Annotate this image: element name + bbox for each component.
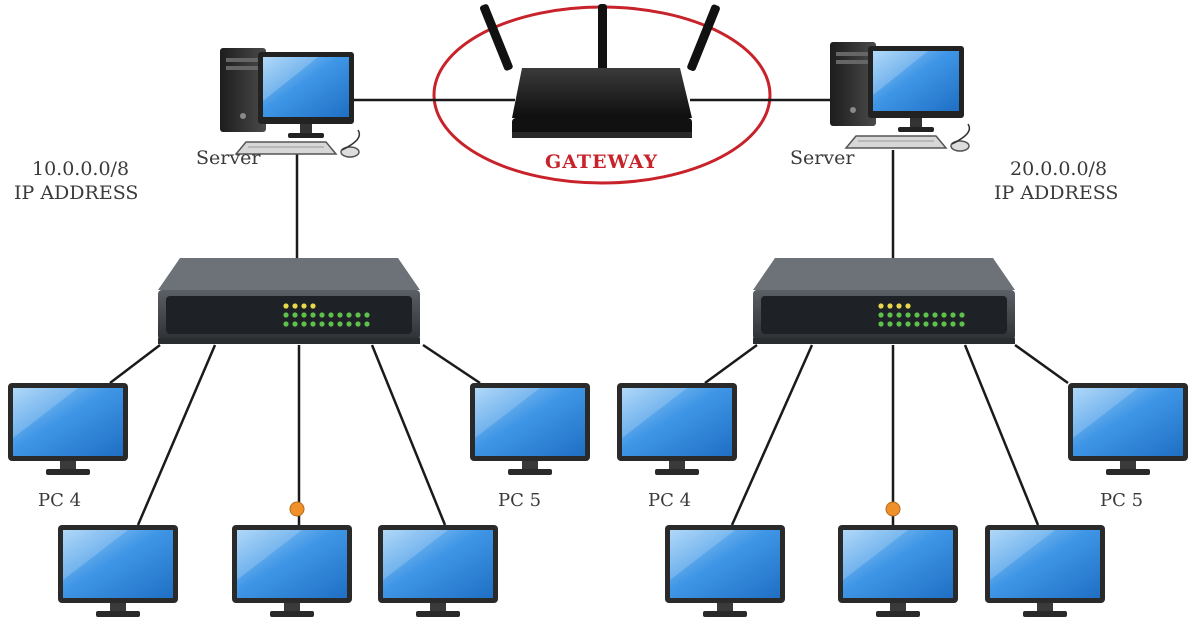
- left-pc-4-icon: [8, 383, 128, 475]
- port-led: [878, 312, 884, 318]
- right-switch-leds: [878, 303, 965, 327]
- right-network: [617, 41, 1188, 617]
- port-led: [923, 321, 929, 327]
- left-pc-bottom-3-icon: [378, 525, 498, 617]
- port-led: [328, 321, 334, 327]
- port-led: [301, 321, 307, 327]
- port-led: [337, 312, 343, 318]
- port-led: [950, 312, 956, 318]
- status-led: [905, 303, 911, 309]
- port-led: [905, 321, 911, 327]
- port-led: [905, 312, 911, 318]
- right-server-icon: [829, 41, 971, 152]
- port-led: [328, 312, 334, 318]
- left-pc-5-label: PC 5: [498, 490, 542, 511]
- port-led: [887, 312, 893, 318]
- port-led: [941, 312, 947, 318]
- right-server-label: Server: [790, 147, 855, 169]
- port-led: [337, 321, 343, 327]
- port-led: [932, 312, 938, 318]
- left-ip-address-label: IP ADDRESS: [14, 182, 139, 204]
- right-subnet-label: 20.0.0.0/8: [1010, 158, 1108, 180]
- right-pc-4-label: PC 4: [648, 490, 692, 511]
- port-led: [923, 312, 929, 318]
- port-led: [364, 312, 370, 318]
- port-led: [355, 321, 361, 327]
- port-led: [346, 321, 352, 327]
- left-pc-5-icon: [470, 383, 590, 475]
- port-led: [959, 321, 965, 327]
- port-led: [283, 321, 289, 327]
- port-led: [310, 321, 316, 327]
- junction-dot: [885, 501, 901, 517]
- left-pc-4-label: PC 4: [38, 490, 82, 511]
- left-switch-icon: [158, 258, 420, 344]
- left-subnet-label: 10.0.0.0/8: [32, 158, 130, 180]
- port-led: [283, 312, 289, 318]
- status-led: [292, 303, 298, 309]
- port-led: [292, 312, 298, 318]
- port-led: [310, 312, 316, 318]
- right-pc-bottom-3-icon: [985, 525, 1105, 617]
- left-pc-bottom-1-icon: [58, 525, 178, 617]
- status-led: [887, 303, 893, 309]
- status-led: [301, 303, 307, 309]
- port-led: [941, 321, 947, 327]
- port-led: [319, 321, 325, 327]
- status-led: [896, 303, 902, 309]
- port-led: [355, 312, 361, 318]
- right-switch-icon: [753, 258, 1015, 344]
- right-pc-5-icon: [1068, 383, 1188, 475]
- port-led: [914, 312, 920, 318]
- port-led: [959, 312, 965, 318]
- port-led: [301, 312, 307, 318]
- port-led: [878, 321, 884, 327]
- port-led: [932, 321, 938, 327]
- right-wires: [704, 150, 1069, 526]
- port-led: [346, 312, 352, 318]
- port-led: [896, 321, 902, 327]
- right-pc-bottom-2-icon: [838, 525, 958, 617]
- port-led: [292, 321, 298, 327]
- port-led: [950, 321, 956, 327]
- left-wires: [109, 150, 481, 526]
- junction-dot: [289, 501, 305, 517]
- gateway-router-icon: [479, 4, 720, 138]
- left-switch-leds: [283, 303, 370, 327]
- left-network: [8, 47, 590, 617]
- port-led: [914, 321, 920, 327]
- status-led: [310, 303, 316, 309]
- right-ip-address-label: IP ADDRESS: [994, 182, 1119, 204]
- gateway-label: GATEWAY: [545, 151, 659, 173]
- port-led: [319, 312, 325, 318]
- left-server-label: Server: [196, 147, 261, 169]
- status-led: [878, 303, 884, 309]
- port-led: [887, 321, 893, 327]
- right-pc-4-icon: [617, 383, 737, 475]
- right-pc-5-label: PC 5: [1100, 490, 1144, 511]
- left-pc-bottom-2-icon: [232, 525, 352, 617]
- left-server-icon: [219, 47, 361, 158]
- port-led: [896, 312, 902, 318]
- port-led: [364, 321, 370, 327]
- right-pc-bottom-1-icon: [665, 525, 785, 617]
- status-led: [283, 303, 289, 309]
